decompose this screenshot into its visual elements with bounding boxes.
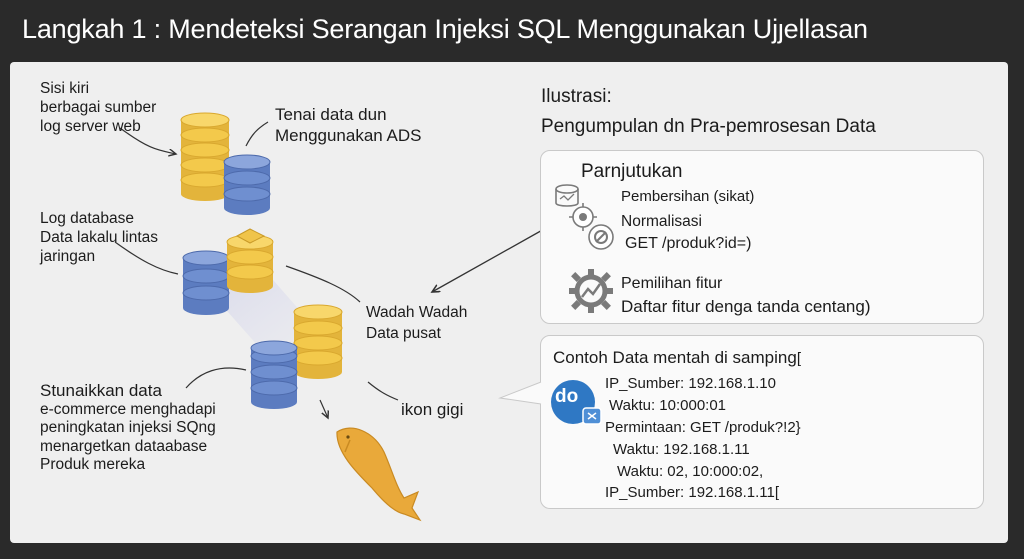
gear-chart-icon: [567, 267, 615, 315]
leader-gear: [368, 382, 398, 400]
central-storage-label: Wadah Wadah Data pusat: [366, 302, 467, 344]
ads-label: Tenai data dun Menggunakan ADS: [275, 104, 422, 146]
fish-icon: [337, 428, 420, 520]
database-icon: [556, 185, 578, 206]
step-get-request: GET /produk?id=): [625, 235, 751, 253]
illustration-subtitle: Pengumpulan dn Pra-pemrosesan Data: [541, 116, 876, 138]
raw-line-4: Waktu: 192.168.1.11: [613, 441, 750, 458]
step-normalization: Normalisasi: [621, 213, 702, 231]
arrow-process-to-data: [432, 228, 546, 292]
gold-database-stack-1: [181, 113, 229, 201]
leader-central: [286, 266, 360, 302]
raw-line-3: Permintaan: GET /produk?!2}: [605, 419, 801, 436]
preprocessing-box: Parnjutukan Pembersihan (sikat) Normalis…: [540, 150, 984, 324]
raw-data-box: Contoh Data mentah di samping[ do IP_Sum…: [540, 335, 984, 509]
sparkle-icon: [569, 203, 597, 231]
arrow-fish: [320, 400, 328, 418]
sources-label: Sisi kiri berbagai sumber log server web: [40, 79, 156, 136]
normalize-icon: [589, 225, 613, 249]
scenario-label: Stunaikkan data e-commerce menghadapi pe…: [40, 382, 216, 475]
illustration-title: Ilustrasi:: [541, 86, 612, 108]
blue-database-stack-3: [251, 341, 297, 409]
blue-database-stack-1: [224, 155, 270, 215]
gold-database-stack-2: [227, 229, 273, 293]
logo-text: do: [555, 386, 578, 408]
feature-selection-desc: Daftar fitur denga tanda centang): [621, 297, 871, 317]
blue-database-stack-2: [183, 251, 229, 315]
raw-line-5: Waktu: 02, 10:000:02,: [617, 463, 763, 480]
step-cleaning: Pembersihan (sikat): [621, 188, 754, 205]
feature-selection-title: Pemilihan fitur: [621, 275, 722, 293]
raw-line-2: Waktu: 10:000:01: [609, 397, 726, 414]
leader-ads: [246, 122, 268, 146]
network-label: Log database Data lakalu lintas jaringan: [40, 209, 158, 266]
raw-line-1: IP_Sumber: 192.168.1.10: [605, 375, 776, 392]
preprocess-icons: [549, 179, 625, 259]
gold-database-stack-3: [294, 305, 342, 379]
raw-line-6: IP_Sumber: 192.168.1.11[: [605, 484, 779, 501]
gear-label: ikon gigi: [401, 400, 463, 420]
raw-data-heading: Contoh Data mentah di samping[: [553, 348, 801, 368]
